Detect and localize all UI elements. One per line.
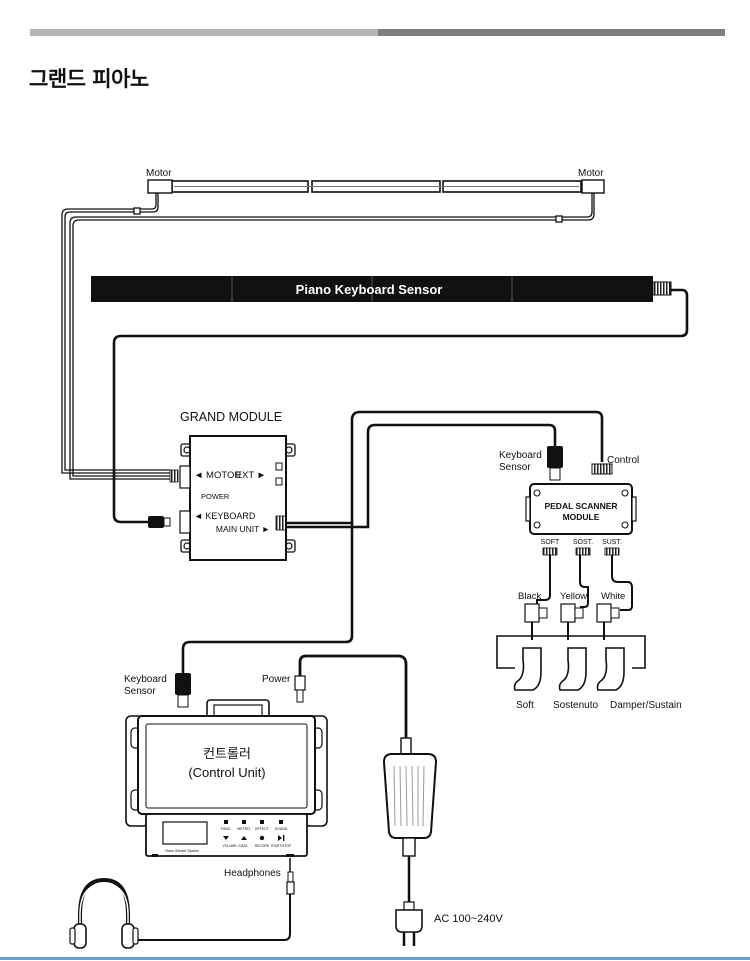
- motor-cables: [61, 193, 595, 480]
- cu-btn-volume: VOLUME / DATA: [223, 844, 249, 848]
- cu-btn-start: START/STOP: [271, 844, 292, 848]
- motor-left: Motor: [146, 168, 173, 194]
- cu-keyboard-sensor-l2: Sensor: [124, 686, 156, 697]
- headphones-label: Headphones: [224, 868, 281, 879]
- port-keyboard-label: ◄ KEYBOARD: [194, 511, 256, 521]
- header-bar-dark: [378, 29, 725, 36]
- main-unit-cables: [181, 410, 604, 673]
- headphones-icon: [69, 877, 139, 949]
- keyboard-sensor-bar-label: Piano Keyboard Sensor: [296, 282, 443, 297]
- power-label: POWER: [201, 492, 230, 501]
- cu-title-korean: 컨트롤러: [203, 747, 251, 762]
- port-main-unit-label: MAIN UNIT ►: [216, 524, 270, 534]
- wire-white-label: White: [601, 591, 625, 602]
- cu-power-label: Power: [262, 674, 291, 685]
- port-sust-label: SUST.: [602, 539, 622, 546]
- port-sost-label: SOST.: [573, 539, 593, 546]
- pedal-scanner-title-l1: PEDAL SCANNER: [544, 501, 617, 511]
- motor-right-label: Motor: [578, 168, 604, 179]
- pedal-damper-label: Damper/Sustain: [610, 700, 682, 711]
- wire-yellow-label: Yellow: [560, 591, 587, 602]
- cu-title-english: (Control Unit): [188, 765, 265, 780]
- port-soft-label: SOFT: [541, 539, 560, 546]
- header-bar-light: [30, 29, 378, 36]
- port-ext-label: EXT ►: [236, 470, 266, 481]
- port-motor-label: ◄ MOTOR: [194, 470, 241, 481]
- pedal-scanner: Keyboard Sensor Control PEDAL SCANNER MO…: [496, 446, 682, 711]
- keyboard-sensor-bar: Piano Keyboard Sensor: [91, 276, 672, 302]
- cu-btn-sound: SOUND: [275, 827, 288, 831]
- motor-right: Motor: [578, 168, 605, 194]
- page-title: 그랜드 피아노: [29, 67, 149, 91]
- motor-rail: [171, 180, 582, 193]
- grand-module-title: GRAND MODULE: [180, 410, 282, 424]
- cu-btn-effect: EFFECT: [255, 827, 269, 831]
- wire-black-label: Black: [518, 591, 541, 602]
- keyboard-sensor-cable: [112, 288, 689, 524]
- control-unit: Keyboard Sensor Power 컨트롤러 (Control Unit…: [124, 654, 408, 941]
- power-adapter: AC 100~240V: [382, 737, 503, 946]
- control-label: Control: [607, 455, 639, 466]
- pedal-keyboard-sensor-l1: Keyboard: [499, 450, 542, 461]
- motor-left-label: Motor: [146, 168, 172, 179]
- pedal-sostenuto-label: Sostenuto: [553, 700, 598, 711]
- cu-brand: Piano Silence System: [165, 849, 199, 853]
- pedal-soft-label: Soft: [516, 700, 534, 711]
- cu-btn-metro: METRO.: [237, 827, 251, 831]
- pedal-scanner-title-l2: MODULE: [563, 512, 600, 522]
- footer-rule: [0, 957, 750, 960]
- cu-keyboard-sensor-l1: Keyboard: [124, 674, 167, 685]
- cu-btn-record: RECORD: [255, 844, 270, 848]
- pedal-keyboard-sensor-l2: Sensor: [499, 462, 531, 473]
- cu-btn-func: FUNC.: [221, 827, 232, 831]
- grand-module: GRAND MODULE ◄ MOTOR EXT ► POWER ◄ KEYBO…: [148, 410, 296, 561]
- adapter-label: AC 100~240V: [434, 913, 503, 925]
